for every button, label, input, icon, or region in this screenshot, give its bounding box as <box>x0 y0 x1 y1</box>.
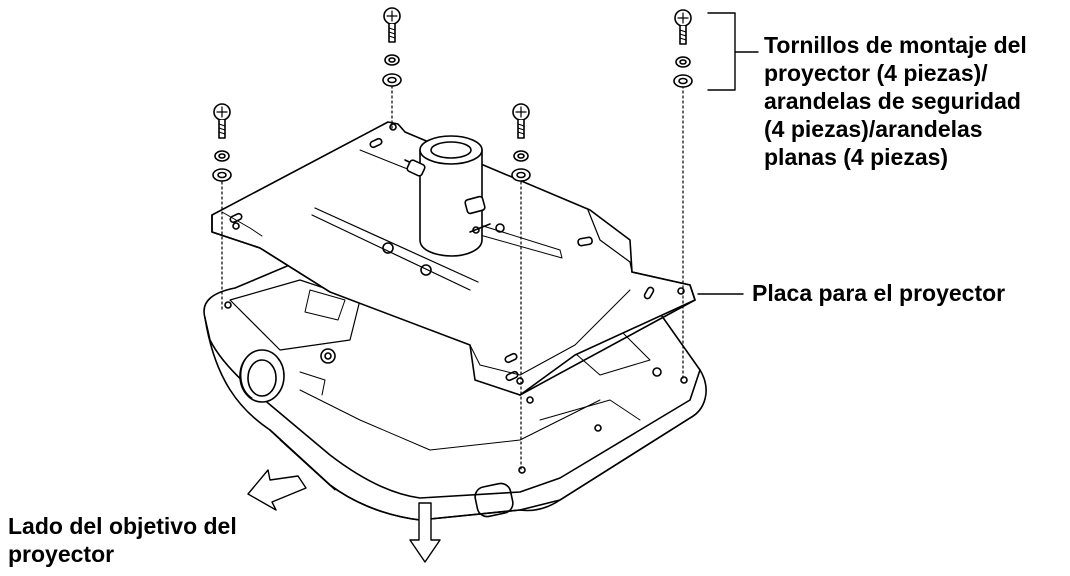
lens-direction-arrow <box>247 469 307 511</box>
plate-label: Placa para el proyector <box>752 280 1006 306</box>
pipe-connector <box>404 135 491 257</box>
lens-side-label: Lado del objetivo del proyector <box>8 512 237 568</box>
screws-bracket <box>707 12 759 91</box>
screws-label: Tornillos de montaje del proyector (4 pi… <box>764 31 1027 171</box>
screws-label-line-2: proyector (4 piezas)/ <box>764 60 988 86</box>
screw-stack-left <box>212 103 232 182</box>
down-arrow <box>409 502 441 563</box>
screws-label-line-4: (4 piezas)/arandelas <box>764 116 983 142</box>
screw-stack-right <box>511 103 531 182</box>
screws-label-line-1: Tornillos de montaje del <box>764 32 1027 58</box>
screw-stack-top-center <box>382 7 402 87</box>
lens-side-label-line-1: Lado del objetivo del <box>8 513 237 539</box>
screw-stack-top-right <box>673 9 693 88</box>
screws-label-line-3: arandelas de seguridad <box>764 88 1021 114</box>
alignment-lines <box>221 85 684 471</box>
screws-label-line-5: planas (4 piezas) <box>764 144 949 170</box>
lens-side-label-line-2: proyector <box>8 541 115 567</box>
